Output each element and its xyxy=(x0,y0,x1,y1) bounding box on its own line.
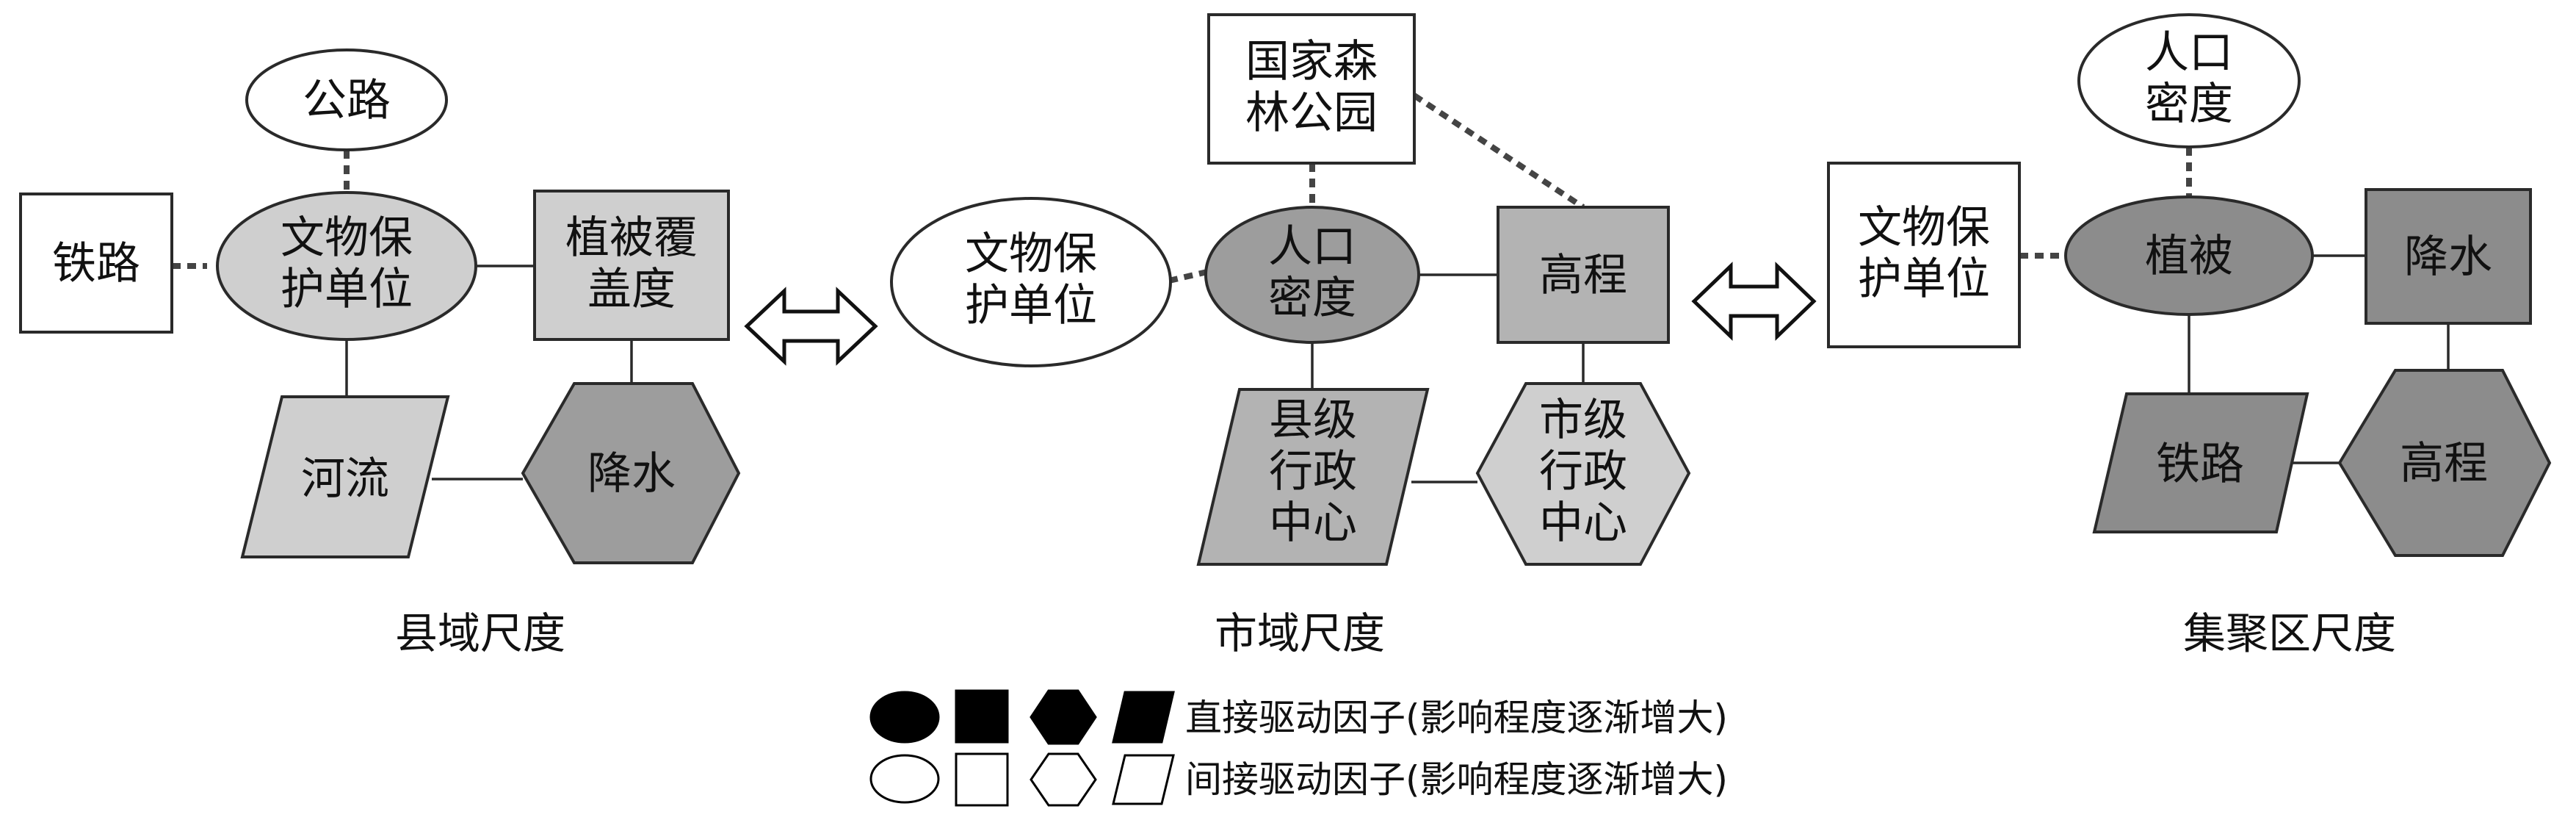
node-cluster-renkou-line-1: 人口 xyxy=(2145,27,2233,79)
legend-direct-parallelogram-icon xyxy=(1112,691,1175,744)
legend-direct-row: 直接驱动因子(影响程度逐渐增大) xyxy=(869,689,1728,745)
caption-county: 县域尺度 xyxy=(395,608,565,658)
node-county-jiangshui: 降水 xyxy=(521,382,741,564)
node-city-wenwu-line-2: 护单位 xyxy=(965,280,1097,331)
node-city-shiji: 市级 行政 中心 xyxy=(1475,382,1691,566)
node-county-wenwu-line-2: 护单位 xyxy=(281,264,413,315)
caption-city: 市域尺度 xyxy=(1215,608,1385,658)
node-cluster-gaocheng: 高程 xyxy=(2337,369,2552,557)
node-cluster-renkou: 人口 密度 xyxy=(2077,13,2301,148)
node-county-zhibei: 植被覆 盖度 xyxy=(533,190,730,341)
node-city-forest-line-2: 林公园 xyxy=(1245,87,1378,139)
edges xyxy=(172,93,2450,483)
node-city-xianji-line-2: 行政 xyxy=(1269,446,1357,497)
node-cluster-wenwu-line-1: 文物保 xyxy=(1858,202,1990,253)
node-city-renkou-line-1: 人口 xyxy=(1268,221,1356,273)
node-city-renkou-line-2: 密度 xyxy=(1268,273,1356,324)
node-city-gaocheng: 高程 xyxy=(1497,206,1670,344)
panel-cluster: 人口 密度 文物保 护单位 植被 降水 铁路 高程 集聚区尺度 xyxy=(1827,13,2552,658)
edge-city-forest-gaocheng xyxy=(1412,93,1585,210)
node-cluster-jiangshui-line-1: 降水 xyxy=(2404,231,2492,283)
caption-cluster: 集聚区尺度 xyxy=(2183,608,2396,658)
node-cluster-wenwu-line-2: 护单位 xyxy=(1858,253,1990,305)
node-city-gaocheng-line-1: 高程 xyxy=(1539,250,1627,301)
node-cluster-tielu: 铁路 xyxy=(2092,392,2309,533)
double-arrow-right xyxy=(1691,262,1817,341)
node-cluster-wenwu: 文物保 护单位 xyxy=(1827,162,2021,348)
node-county-zhibei-line-2: 盖度 xyxy=(587,264,676,315)
node-city-wenwu: 文物保 护单位 xyxy=(890,197,1172,367)
node-county-zhibei-line-1: 植被覆 xyxy=(565,212,698,264)
legend-indirect-row: 间接驱动因子(影响程度逐渐增大) xyxy=(869,752,1728,807)
node-cluster-tielu-line-1: 铁路 xyxy=(2156,439,2244,490)
node-city-renkou: 人口 密度 xyxy=(1204,206,1420,344)
node-city-forest: 国家森 林公园 xyxy=(1207,13,1416,165)
node-city-shiji-line-3: 中心 xyxy=(1539,497,1627,549)
node-county-tielu-line-1: 铁路 xyxy=(52,238,140,289)
node-county-heliu-line-1: 河流 xyxy=(301,453,389,505)
node-city-shiji-line-1: 市级 xyxy=(1539,395,1627,446)
node-county-heliu: 河流 xyxy=(240,395,450,558)
node-city-xianji-line-1: 县级 xyxy=(1269,395,1357,446)
node-county-wenwu-line-1: 文物保 xyxy=(281,212,413,264)
node-cluster-zhibei-line-1: 植被 xyxy=(2145,231,2233,282)
legend: 直接驱动因子(影响程度逐渐增大) 间接驱动因子(影响程度逐渐增大) xyxy=(869,689,1728,807)
node-cluster-gaocheng-line-1: 高程 xyxy=(2400,438,2488,489)
legend-indirect-rect-icon xyxy=(955,752,1009,807)
legend-direct-rect-icon xyxy=(955,689,1009,744)
edge-city-wenwu-renkou xyxy=(1168,269,1208,284)
node-city-xianji: 县级 行政 中心 xyxy=(1196,388,1430,566)
node-county-jiangshui-line-1: 降水 xyxy=(587,448,676,500)
node-cluster-renkou-line-2: 密度 xyxy=(2145,79,2233,130)
node-cluster-jiangshui: 降水 xyxy=(2365,188,2532,325)
node-cluster-zhibei: 植被 xyxy=(2064,195,2314,316)
legend-direct-hexagon-icon xyxy=(1030,689,1097,745)
node-city-xianji-line-3: 中心 xyxy=(1269,497,1357,549)
node-county-tielu: 铁路 xyxy=(19,193,173,334)
legend-indirect-hexagon-icon xyxy=(1030,752,1097,807)
legend-indirect-label: 间接驱动因子(影响程度逐渐增大) xyxy=(1185,758,1728,801)
node-county-wenwu: 文物保 护单位 xyxy=(216,191,477,341)
node-city-shiji-line-2: 行政 xyxy=(1539,446,1627,497)
node-county-gonglu: 公路 xyxy=(245,48,448,151)
legend-indirect-parallelogram-icon xyxy=(1112,754,1175,805)
panel-county: 公路 铁路 文物保 护单位 植被覆 盖度 河流 降水 县域尺度 xyxy=(19,48,741,658)
node-city-forest-line-1: 国家森 xyxy=(1245,36,1378,87)
legend-indirect-ellipse-icon xyxy=(869,754,940,804)
node-county-gonglu-line-1: 公路 xyxy=(303,75,391,126)
legend-direct-ellipse-icon xyxy=(869,691,940,744)
panel-city: 国家森 林公园 文物保 护单位 人口 密度 高程 县级 行政 中心 市级 行政 … xyxy=(890,13,1691,658)
node-city-wenwu-line-1: 文物保 xyxy=(965,229,1097,280)
double-arrow-left xyxy=(744,287,878,366)
legend-direct-label: 直接驱动因子(影响程度逐渐增大) xyxy=(1185,697,1728,739)
